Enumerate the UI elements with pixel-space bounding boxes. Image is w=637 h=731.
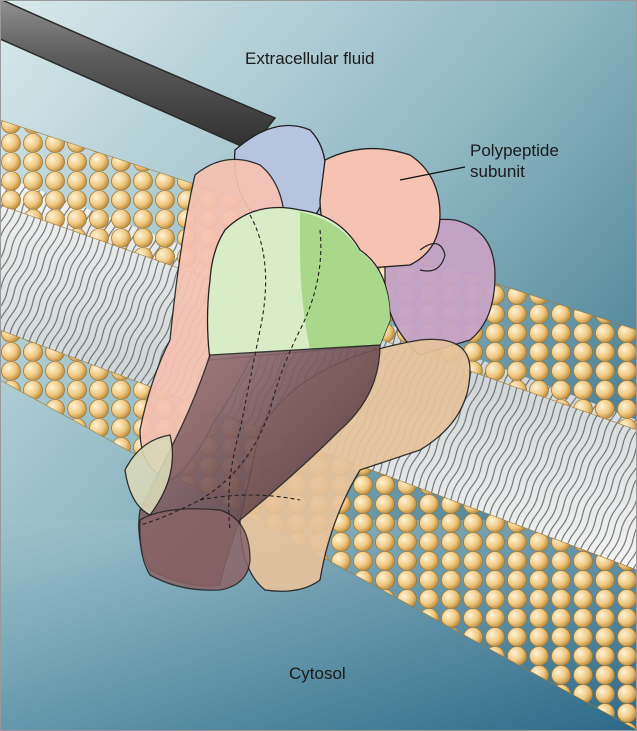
polypeptide-label-line2: subunit — [470, 161, 559, 182]
polypeptide-subunit-label: Polypeptide subunit — [470, 140, 559, 182]
subunit-dark-lower — [140, 509, 250, 590]
polypeptide-label-line1: Polypeptide — [470, 141, 559, 160]
cytosol-label: Cytosol — [289, 663, 346, 684]
extracellular-fluid-label: Extracellular fluid — [245, 48, 374, 69]
